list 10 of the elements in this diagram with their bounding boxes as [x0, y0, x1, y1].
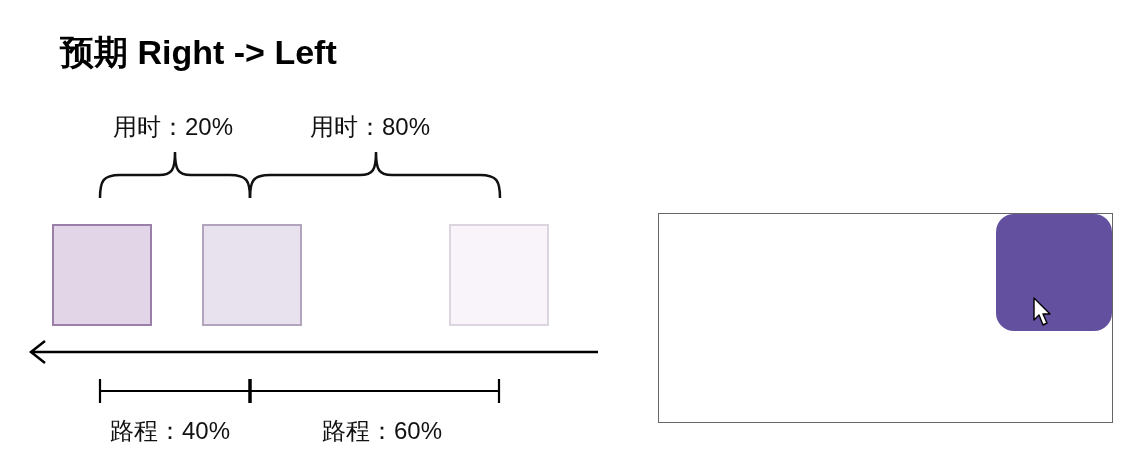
square — [202, 224, 302, 326]
rounded-square — [996, 214, 1112, 331]
distance-label: 路程：40% — [110, 419, 231, 443]
frame — [658, 213, 1113, 423]
duration-label: 用时：20% — [113, 115, 234, 139]
duration-label: 用时：80% — [310, 115, 431, 139]
title: 预期 Right -> Left — [60, 35, 337, 69]
distance-label: 路程：60% — [322, 419, 443, 443]
square — [52, 224, 152, 326]
square — [449, 224, 549, 326]
